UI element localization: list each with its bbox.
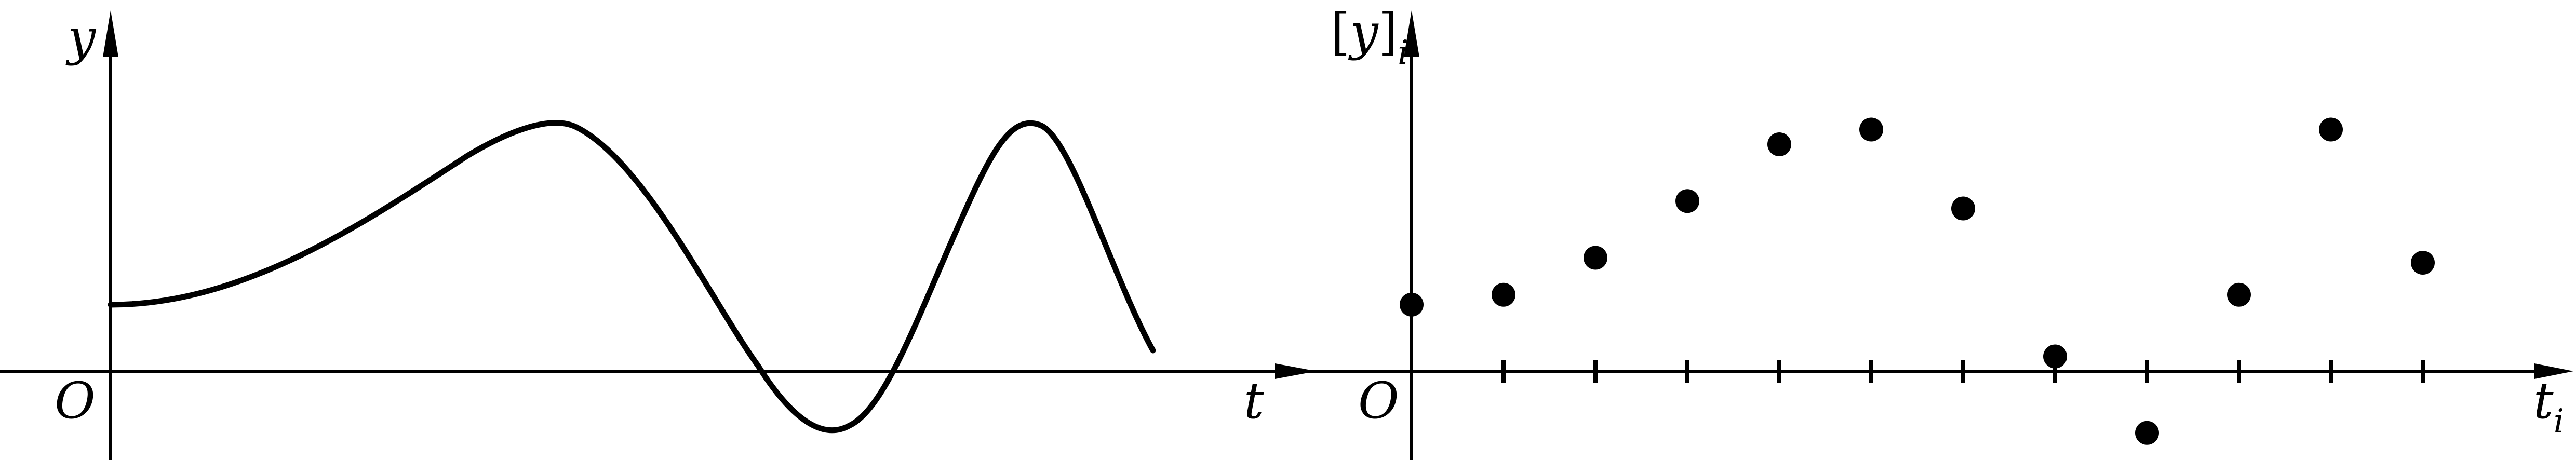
- sample-tick-marks: [1501, 360, 2425, 383]
- sample-point: [2319, 117, 2343, 142]
- continuous-signal-curve: [108, 120, 1156, 434]
- sample-point: [1859, 117, 1883, 142]
- left-origin-label: O: [55, 372, 96, 430]
- left-y-axis-arrowhead: [103, 10, 118, 57]
- right-panel: [y]i ti O: [1291, 3, 2573, 460]
- left-y-axis-label: y: [65, 8, 97, 66]
- sample-point: [1584, 246, 1607, 270]
- sample-point: [1675, 189, 1699, 213]
- sample-point: [2135, 421, 2159, 445]
- left-panel: y t O: [0, 8, 1317, 460]
- sample-point: [2043, 344, 2067, 369]
- sample-points: [1400, 117, 2435, 445]
- left-x-axis-label: t: [1244, 372, 1264, 430]
- sample-point: [2411, 251, 2435, 275]
- sample-point: [1400, 292, 1424, 317]
- right-x-axis-arrowhead: [2534, 363, 2573, 379]
- right-x-axis-label: ti: [2533, 372, 2564, 441]
- sample-point: [1951, 196, 1975, 221]
- sample-point: [1492, 282, 1515, 307]
- right-origin-label: O: [1358, 372, 1399, 430]
- right-y-axis-arrowhead: [1404, 10, 1419, 57]
- sample-point: [2227, 282, 2251, 307]
- sample-point: [1767, 132, 1791, 156]
- right-y-axis-label: [y]i: [1331, 3, 1408, 72]
